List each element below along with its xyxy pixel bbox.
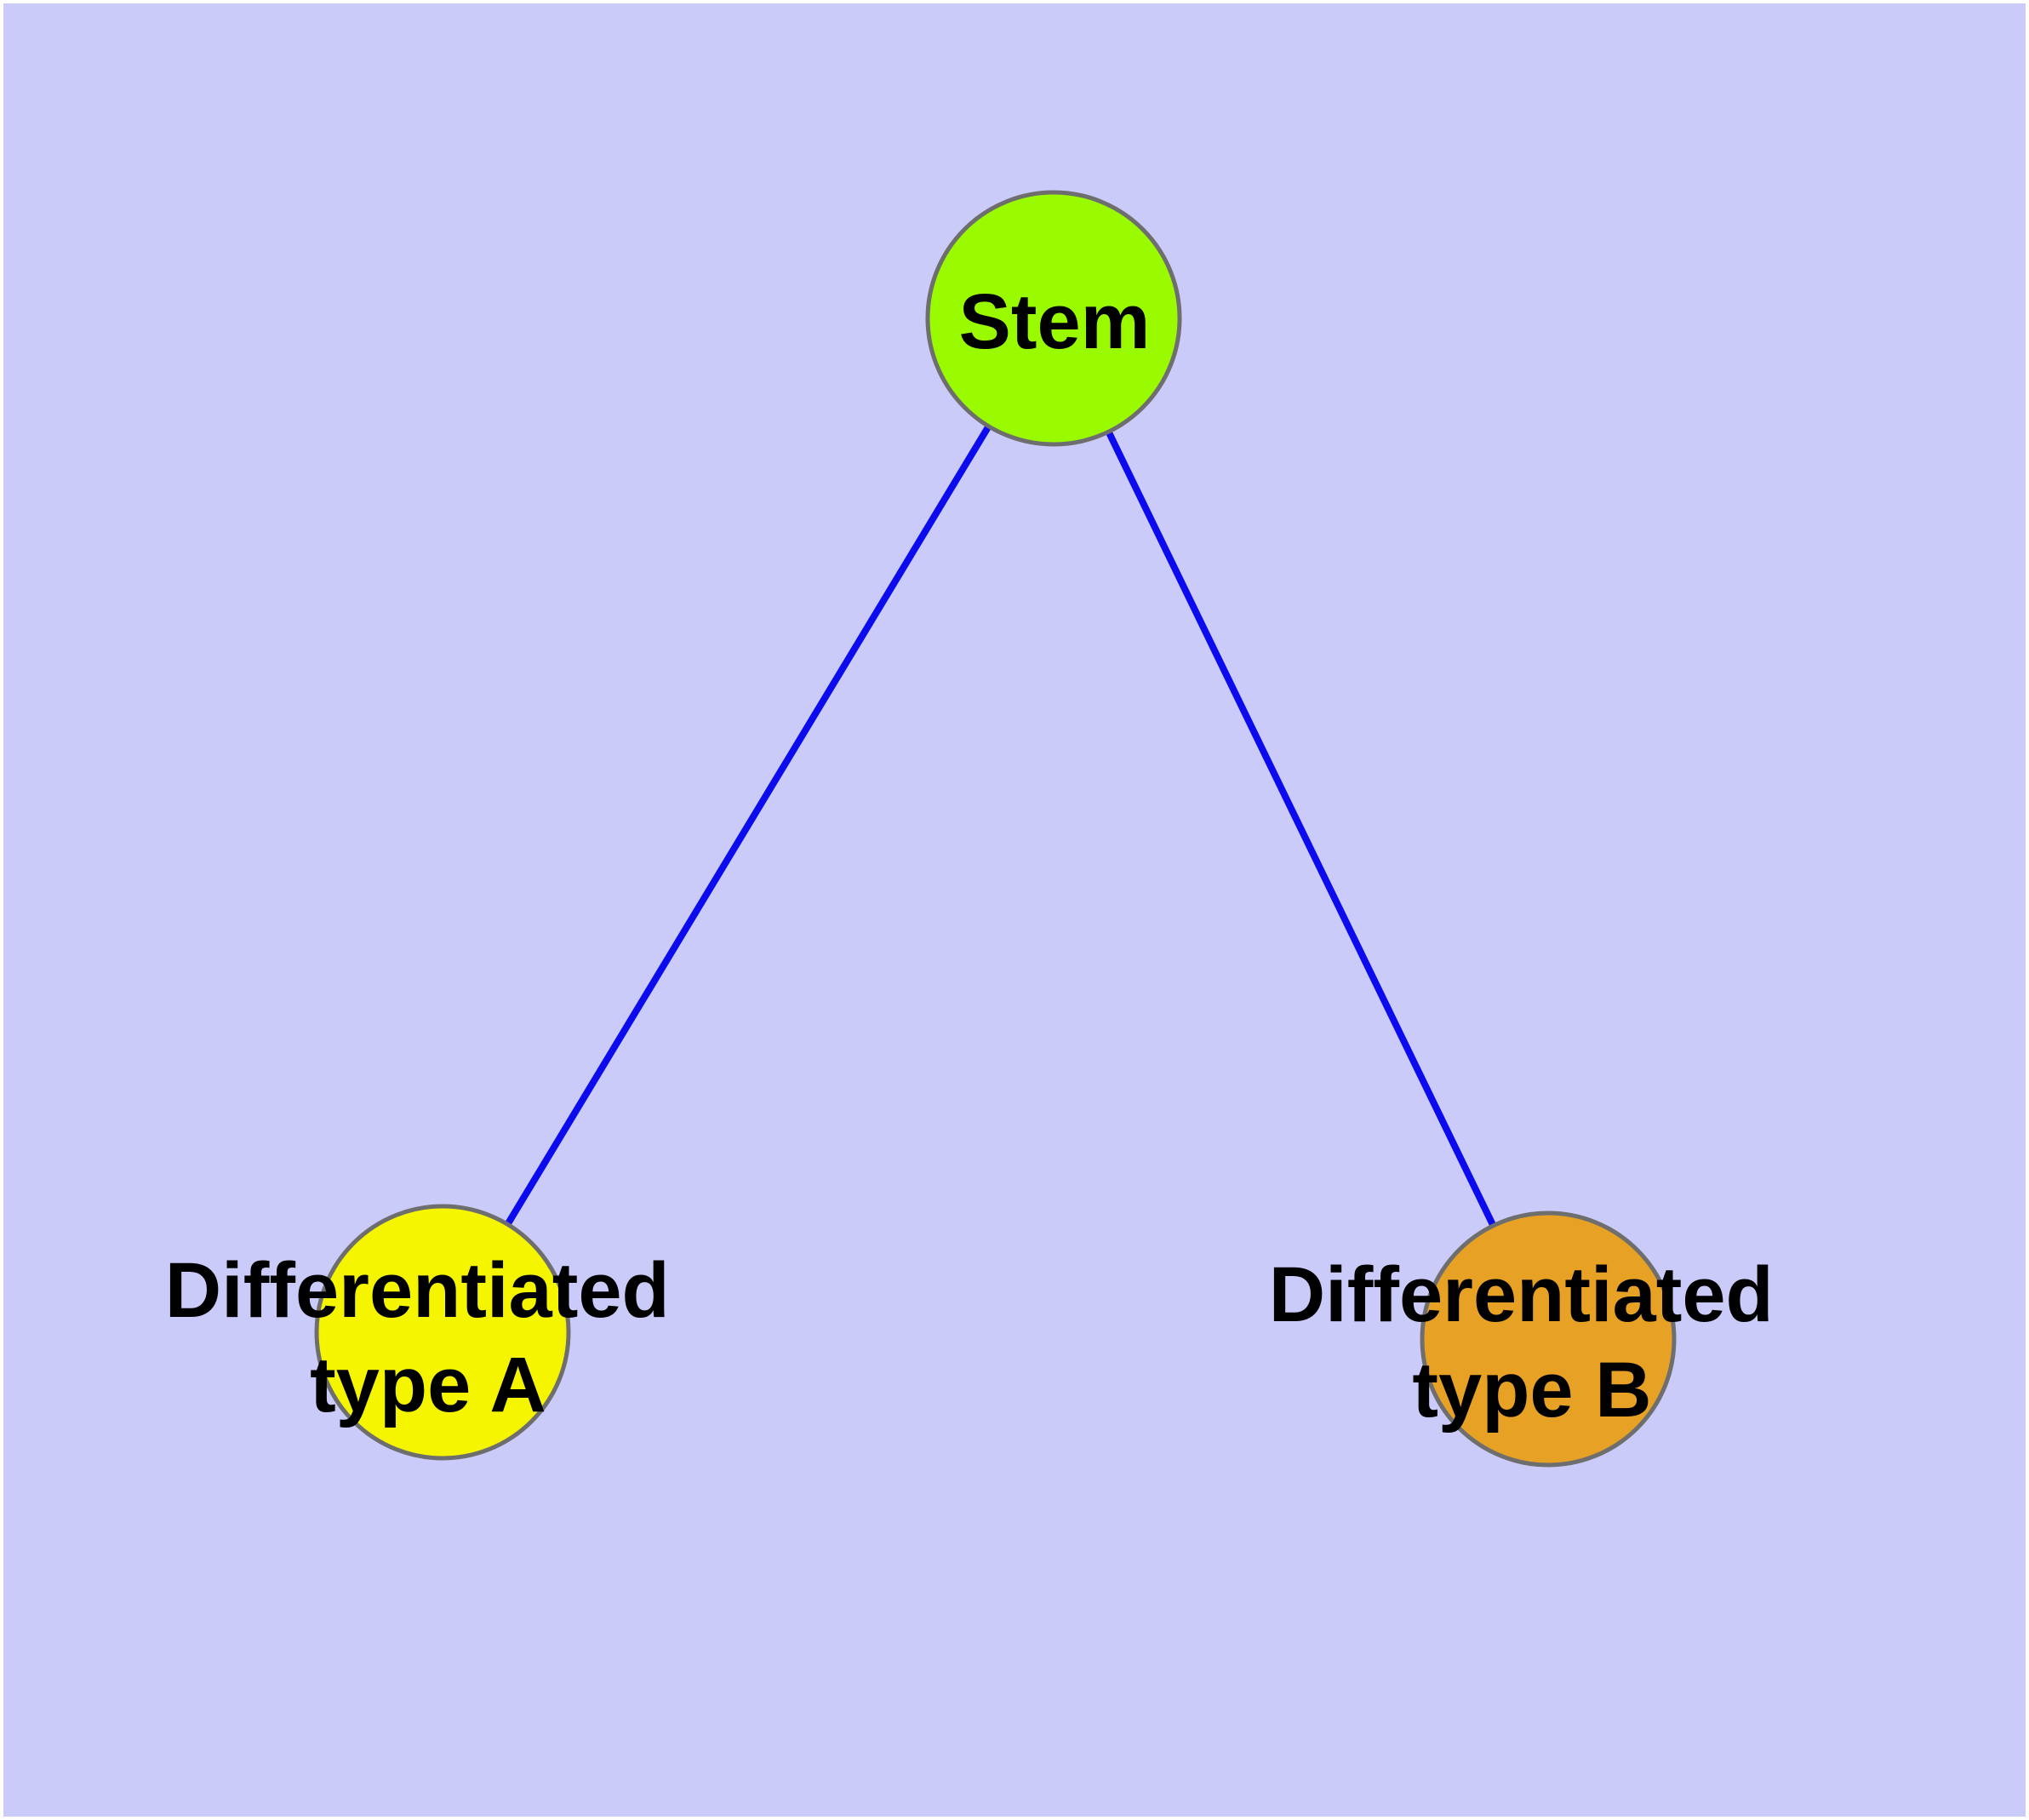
node-label-stem: Stem bbox=[959, 278, 1151, 365]
node-label-differentiated-type-a: Differentiated type A bbox=[165, 1247, 692, 1428]
node-label-type-a-line1: Differentiated bbox=[165, 1247, 670, 1334]
node-stem bbox=[925, 190, 1182, 447]
edge-stem-to-type-b bbox=[1050, 317, 1552, 1341]
node-differentiated-type-b bbox=[1420, 1210, 1677, 1468]
node-label-type-b-line1: Differentiated bbox=[1269, 1251, 1774, 1338]
edge-stem-to-type-a bbox=[439, 316, 1057, 1335]
node-differentiated-type-a bbox=[314, 1204, 571, 1461]
node-label-type-a-line2: type A bbox=[310, 1342, 546, 1428]
node-label-type-b-line2: type B bbox=[1412, 1347, 1651, 1434]
node-label-differentiated-type-b: Differentiated type B bbox=[1269, 1251, 1796, 1434]
